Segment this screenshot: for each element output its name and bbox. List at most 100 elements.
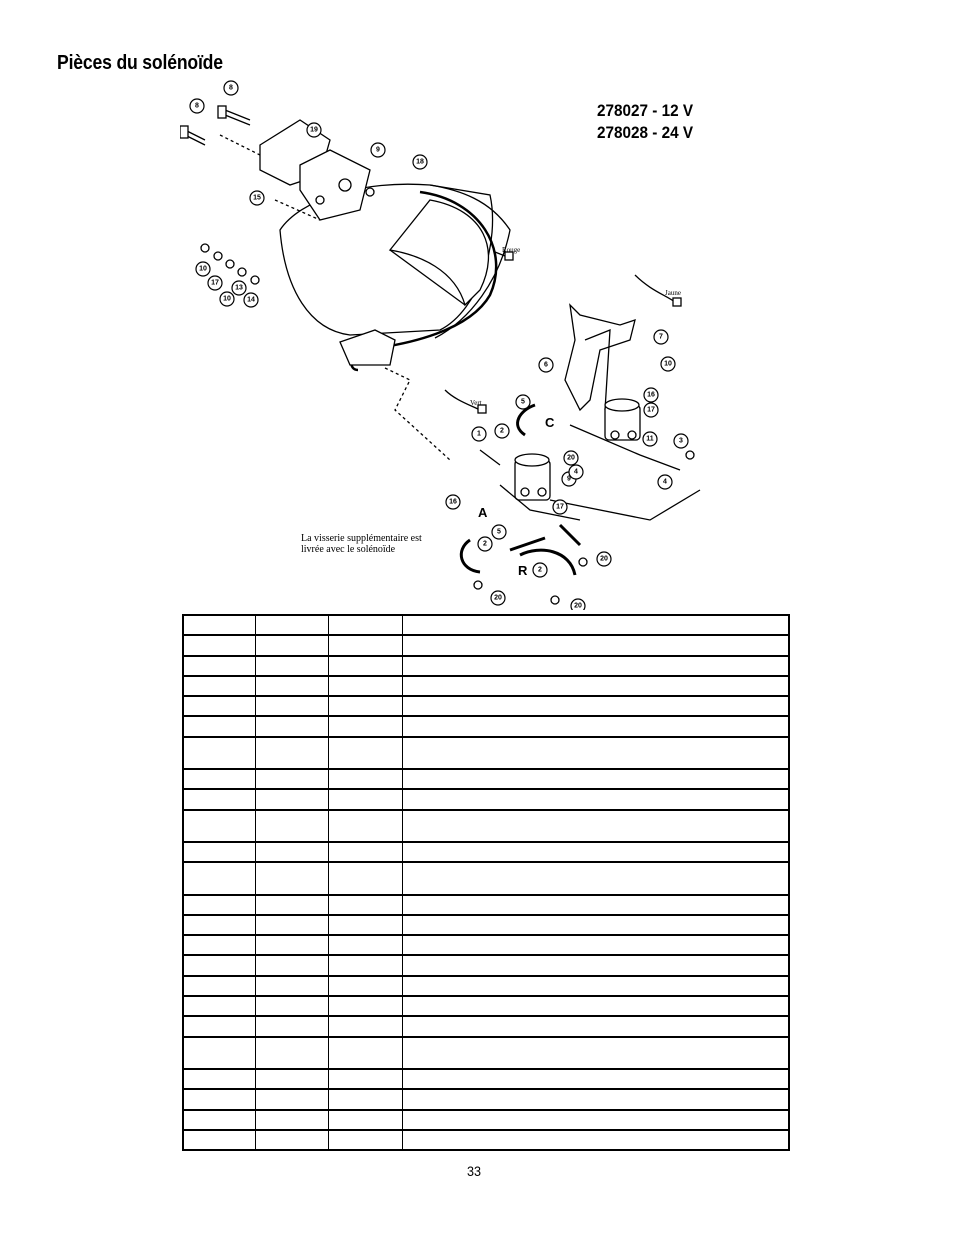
callout-21: 3 [673,433,689,449]
svg-text:15: 15 [253,195,261,202]
callout-16: 16 [643,387,659,403]
table-cell [327,893,403,915]
table-row [182,934,790,956]
wire-label-jaune: Jaune [665,289,681,297]
svg-text:5: 5 [497,529,501,536]
table-cell [327,1067,403,1090]
table-cell [254,1108,329,1130]
table-cell [327,1015,403,1037]
table-row [182,1128,790,1151]
svg-text:16: 16 [449,499,457,506]
table-cell [254,995,329,1017]
table-cell [401,861,790,895]
table-cell [254,1128,329,1151]
callout-12: 6 [538,357,554,373]
table-cell [327,674,403,697]
wire-label-vert: Vert [470,399,482,407]
table-cell [182,840,256,863]
svg-text:17: 17 [556,504,564,511]
table-row [182,913,790,936]
table-cell [327,788,403,810]
table-cell [401,788,790,810]
callout-20: 11 [642,431,658,447]
table-cell [327,913,403,936]
svg-text:11: 11 [646,436,654,443]
svg-text:2: 2 [483,541,487,548]
table-cell [182,615,256,636]
callout-labels: 8 8 19 9 18 15 10 17 10 13 14 6 7 10 5 1… [189,80,689,614]
table-cell [182,954,256,976]
table-cell [401,808,790,842]
table-cell [254,934,329,956]
table-cell [327,735,403,770]
diagram-svg: 8 8 19 9 18 15 10 17 10 13 14 6 7 10 5 1… [179,80,701,614]
callout-22: 20 [563,450,579,466]
table-cell [327,654,403,676]
table-cell [254,788,329,810]
table-cell [401,893,790,915]
table-row [182,1067,790,1090]
table-row [182,615,790,636]
svg-text:20: 20 [494,595,502,602]
table-cell [254,1067,329,1090]
svg-text:20: 20 [600,556,608,563]
hardware-note: La visserie supplémentaire est livrée av… [301,533,422,555]
callout-6: 15 [249,190,265,206]
callout-28: 17 [552,499,568,515]
table-cell [182,913,256,936]
terminal-letter-r: R [518,563,528,578]
table-cell [254,634,329,656]
table-cell [254,1035,329,1069]
callout-25: 4 [657,474,673,490]
table-cell [401,913,790,936]
callout-15: 5 [515,394,531,410]
callout-24: 4 [568,464,584,480]
terminal-letter-a: A [478,505,488,520]
svg-text:1: 1 [477,431,481,438]
svg-text:10: 10 [223,296,231,303]
table-cell [401,1088,790,1110]
table-cell [254,674,329,697]
svg-text:20: 20 [574,603,582,610]
parts-table-body [182,615,790,1151]
table-row [182,768,790,790]
table-cell [327,995,403,1017]
table-cell [327,934,403,956]
table-row [182,840,790,863]
table-cell [327,1088,403,1110]
table-cell [254,768,329,790]
page-title: Pièces du solénoïde [57,52,223,74]
table-row [182,735,790,770]
table-cell [401,1015,790,1037]
table-cell [327,768,403,790]
table-cell [182,808,256,842]
table-cell [182,715,256,737]
table-cell [182,1035,256,1069]
svg-text:19: 19 [310,127,318,134]
table-cell [254,695,329,717]
callout-3: 19 [306,122,322,138]
table-cell [254,913,329,936]
table-cell [182,893,256,915]
callout-2: 8 [223,80,239,96]
table-cell [327,1108,403,1130]
table-cell [182,674,256,697]
table-cell [327,954,403,976]
parts-table [182,614,790,1152]
table-cell [254,1088,329,1110]
table-cell [254,735,329,770]
callout-14: 10 [660,356,676,372]
callout-11: 14 [243,292,259,308]
table-row [182,893,790,915]
table-cell [182,695,256,717]
table-cell [401,715,790,737]
table-row [182,715,790,737]
solenoid-exploded-diagram: 8 8 19 9 18 15 10 17 10 13 14 6 7 10 5 1… [179,80,740,614]
table-cell [327,1035,403,1069]
table-row [182,634,790,656]
model-12v: 278027 - 12 V [597,101,694,120]
callout-4: 9 [370,142,386,158]
table-cell [182,1088,256,1110]
table-cell [254,840,329,863]
table-cell [327,808,403,842]
